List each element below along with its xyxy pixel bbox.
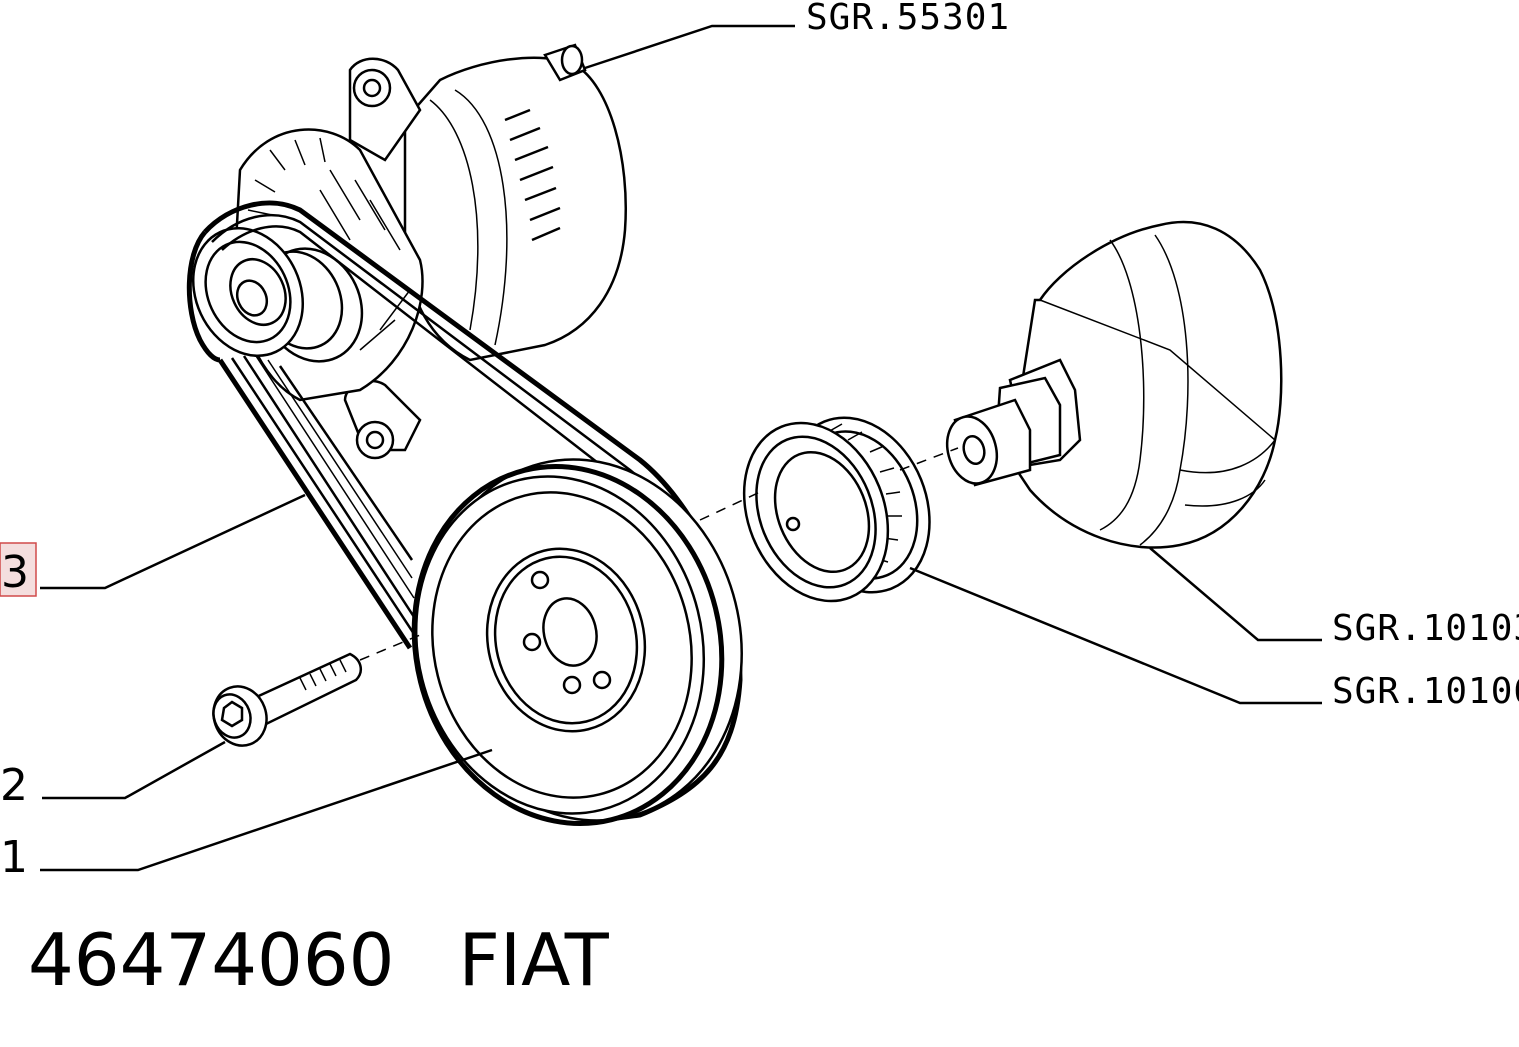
ref-label-timing-gear: SGR.10106 bbox=[1332, 671, 1519, 712]
alternator-illustration bbox=[191, 43, 627, 460]
ref-label-crankshaft: SGR.10103 bbox=[1332, 608, 1519, 649]
centre-axis-line bbox=[359, 447, 959, 661]
timing-gear-illustration bbox=[742, 416, 931, 603]
crank-pulley-illustration bbox=[411, 458, 743, 826]
brand-name: FIAT bbox=[458, 918, 609, 1002]
leader-lines bbox=[40, 24, 1322, 872]
part-caption: 46474060 FIAT bbox=[28, 918, 609, 1002]
ref-label-alternator: SGR.55301 bbox=[806, 0, 1010, 38]
callout-2-label[interactable]: 2 bbox=[0, 760, 28, 811]
crankshaft-illustration bbox=[945, 220, 1283, 549]
callout-3-highlight bbox=[0, 542, 37, 597]
bolt-illustration bbox=[212, 652, 363, 747]
callout-3-label[interactable]: 3 bbox=[1, 547, 29, 598]
part-number: 46474060 bbox=[28, 918, 395, 1002]
callout-1-label[interactable]: 1 bbox=[0, 832, 28, 883]
